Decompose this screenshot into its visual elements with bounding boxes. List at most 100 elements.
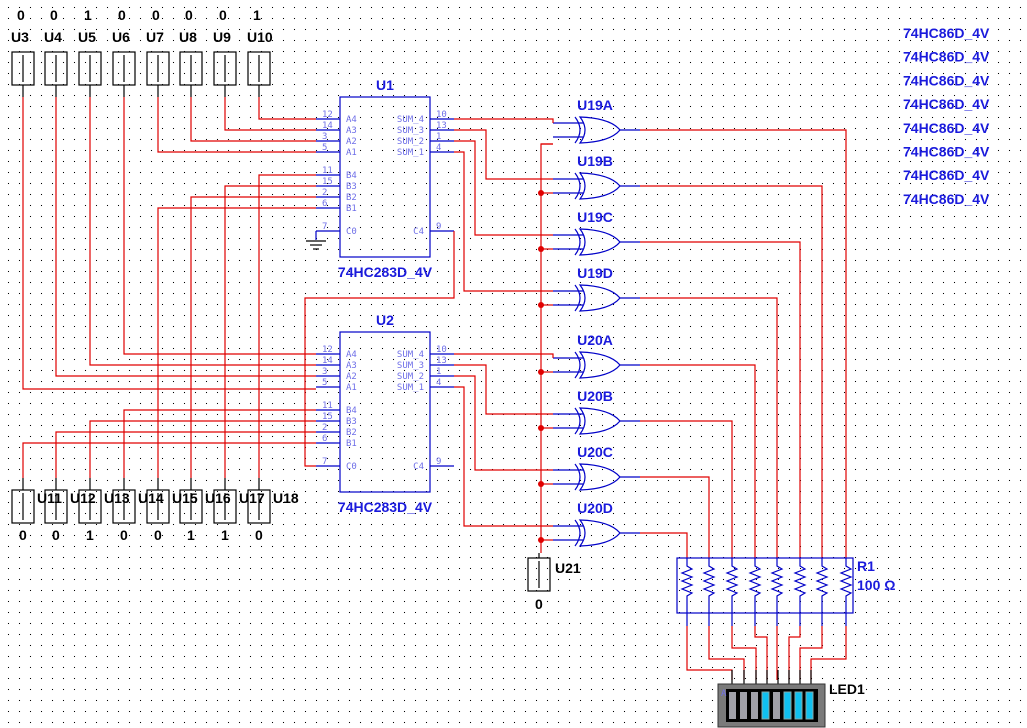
switch-u4[interactable] [44, 51, 68, 86]
pin-number: 5 [322, 378, 327, 388]
wire [22, 97, 316, 390]
switch-u11[interactable] [11, 489, 35, 524]
pin-number: 2 [322, 423, 327, 433]
xor-gate-u19a[interactable]: U19A [553, 97, 640, 144]
resistor-ref: R1 [857, 558, 875, 574]
pin-name: A4 [346, 350, 357, 360]
switch-u21[interactable] [527, 557, 551, 592]
xor-gate-u20c[interactable]: U20C [553, 444, 640, 491]
resistor-element [839, 558, 853, 613]
ground-icon [306, 231, 326, 250]
switch-value: 0 [535, 596, 543, 612]
xor-body[interactable] [578, 228, 621, 256]
xor-body[interactable] [578, 463, 621, 491]
xor-input-curve [574, 407, 581, 435]
led-anode-mark: A [721, 689, 727, 699]
pin-number: 14 [322, 356, 333, 366]
xor-ref: U20D [577, 500, 613, 516]
wire [640, 129, 847, 558]
xor-gate-u19b[interactable]: U19B [553, 153, 640, 200]
xor-input-curve [574, 172, 581, 200]
pin-name: B2 [346, 428, 357, 438]
switch-value: 0 [19, 527, 27, 543]
switch-value: 1 [84, 7, 92, 23]
switch-u8[interactable] [179, 51, 203, 86]
wire [708, 626, 745, 680]
pin-name: B1 [346, 439, 357, 449]
adder-part: 74HC283D_4V [338, 264, 433, 280]
xor-part-label: 74HC86D_4V [903, 49, 990, 65]
switch-value: 1 [187, 527, 195, 543]
switch-ref: U9 [213, 29, 231, 45]
switch-value: 0 [50, 7, 58, 23]
xor-body[interactable] [578, 519, 621, 547]
switch-value: 1 [86, 527, 94, 543]
pin-name: SUM_2 [397, 372, 424, 382]
pin-number: 1 [436, 132, 441, 142]
pin-name: SUM_4 [397, 350, 424, 360]
pin-name: B4 [346, 171, 357, 181]
switch-u10[interactable] [247, 51, 271, 86]
junction-dot [538, 425, 544, 431]
switch-body[interactable] [527, 557, 551, 592]
switch-u7[interactable] [146, 51, 170, 86]
switch-ref: U3 [11, 29, 29, 45]
resistor-network-r1[interactable]: R1 100 Ω [676, 557, 895, 626]
wire [454, 364, 553, 415]
xor-body[interactable] [578, 172, 621, 200]
adder-part: 74HC283D_4V [338, 499, 433, 515]
xor-part-label: 74HC86D_4V [903, 120, 990, 136]
switch-u3[interactable] [11, 51, 35, 86]
led-window [726, 689, 818, 722]
xor-body[interactable] [578, 284, 621, 312]
xor-part-label: 74HC86D_4V [903, 167, 990, 183]
led-segment [740, 692, 747, 719]
wire [454, 140, 553, 236]
xor-body[interactable] [578, 116, 621, 144]
pin-number: 12 [322, 110, 333, 120]
wire [123, 97, 316, 355]
wire [799, 626, 823, 680]
pin-number: 4 [436, 143, 441, 153]
adder-body[interactable] [339, 331, 431, 493]
switch-ref: U10 [247, 29, 273, 45]
xor-gate-u19d[interactable]: U19D [553, 265, 640, 312]
xor-gate-u20d[interactable]: U20D [553, 500, 640, 547]
resistor-element [770, 558, 784, 613]
pin-number: 5 [322, 143, 327, 153]
xor-part-label: 74HC86D_4V [903, 96, 990, 112]
resistor-value: 100 Ω [857, 577, 895, 593]
wire [640, 476, 710, 558]
switch-ref: U17 [239, 490, 265, 506]
switch-ref: U7 [146, 29, 164, 45]
wire [810, 626, 847, 680]
pin-number: 3 [322, 367, 327, 377]
wire [157, 97, 316, 153]
switch-u6[interactable] [112, 51, 136, 86]
xor-body[interactable] [578, 407, 621, 435]
xor-gate-u20a[interactable]: U20A [553, 332, 640, 379]
wire [731, 626, 757, 680]
adder-body[interactable] [339, 96, 431, 258]
switch-value: 0 [219, 7, 227, 23]
wire [640, 532, 688, 558]
pin-number: 13 [436, 121, 447, 131]
pin-number: 11 [322, 401, 333, 411]
switch-ref: U8 [179, 29, 197, 45]
switch-u9[interactable] [213, 51, 237, 86]
resistor-body[interactable] [676, 557, 854, 614]
xor-gate-u20b[interactable]: U20B [553, 388, 640, 435]
pin-number: 10 [436, 110, 447, 120]
switch-u5[interactable] [78, 51, 102, 86]
wire [224, 97, 316, 131]
xor-body[interactable] [578, 351, 621, 379]
xor-ref: U20C [577, 444, 613, 460]
wire [454, 118, 554, 123]
xor-gate-u19c[interactable]: U19C [553, 209, 640, 256]
pin-number: 1 [436, 367, 441, 377]
xor-ref: U20A [577, 332, 613, 348]
